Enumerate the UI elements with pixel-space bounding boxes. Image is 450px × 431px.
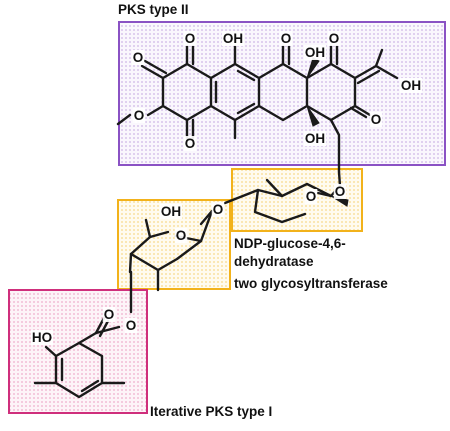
atom-oxygen-ketone-d-top: O <box>329 31 340 46</box>
atom-oxygen-glycosidic-upper: O <box>335 184 346 199</box>
atom-hydroxyl-side: OH <box>401 78 421 93</box>
atom-label-backdrop <box>183 31 197 46</box>
atom-label-backdrop <box>221 31 245 46</box>
pks1-label: Iterative PKS type I <box>150 404 272 419</box>
atom-oxygen-quinone-top: O <box>185 31 196 46</box>
enzyme-label-line-2: dehydratase <box>234 254 314 269</box>
atom-hydroxyl-mid: OH <box>305 45 325 60</box>
atom-oxygen-ketone-d-bottom: O <box>371 112 382 127</box>
atom-labels: OH OH OH OH OH HO O O O O O O O O O O O … <box>30 31 423 345</box>
atom-label-backdrop <box>369 112 383 127</box>
atom-label-backdrop <box>124 318 138 333</box>
atom-label-backdrop <box>30 330 54 345</box>
atom-label-backdrop <box>159 204 183 219</box>
atom-label-backdrop <box>333 184 347 199</box>
atom-oxygen-ester: O <box>126 318 137 333</box>
atom-hydroxyl-aryl: HO <box>32 330 52 345</box>
atom-label-backdrop <box>303 45 327 60</box>
atom-oxygen-ketone-c: O <box>281 31 292 46</box>
atom-oxygen-ring-a-top: O <box>133 50 144 65</box>
atom-hydroxyl-sugar: OH <box>161 204 181 219</box>
enzyme-label-line-3: two glycosyltransferase <box>234 276 388 291</box>
atom-label-backdrop <box>131 50 145 65</box>
atom-oxygen-ring-upper-sugar: O <box>306 189 317 204</box>
atom-label-backdrop <box>279 31 293 46</box>
atom-oxygen-ring-lower-sugar: O <box>176 228 187 243</box>
atom-label-backdrop <box>303 131 327 146</box>
atom-hydroxyl-ring-bottom: OH <box>305 131 325 146</box>
atom-oxygen-methoxy: O <box>134 108 145 123</box>
atom-hydroxyl-top: OH <box>223 31 243 46</box>
atom-label-backdrop <box>304 189 318 204</box>
stereo-wedge-bottom <box>306 105 320 127</box>
aglycone-bonds <box>116 44 399 174</box>
enzyme-label-line-1: NDP-glucose-4,6- <box>234 236 346 251</box>
atom-oxygen-quinone-bottom: O <box>185 136 196 151</box>
atom-label-backdrop <box>132 108 146 123</box>
atom-label-backdrop <box>399 78 423 93</box>
atom-oxygen-carbonyl: O <box>104 307 115 322</box>
pks1-region-box <box>8 289 148 414</box>
atom-label-backdrop <box>102 307 116 322</box>
atom-label-backdrop <box>211 202 225 217</box>
pks2-label: PKS type II <box>118 2 189 17</box>
lower-sugar-bonds <box>128 209 214 314</box>
atom-label-backdrop <box>327 31 341 46</box>
aryl-bonds <box>33 316 126 399</box>
atom-oxygen-glycosidic-lower: O <box>213 202 224 217</box>
atom-label-backdrop <box>174 228 188 243</box>
atom-label-backdrop <box>183 136 197 151</box>
